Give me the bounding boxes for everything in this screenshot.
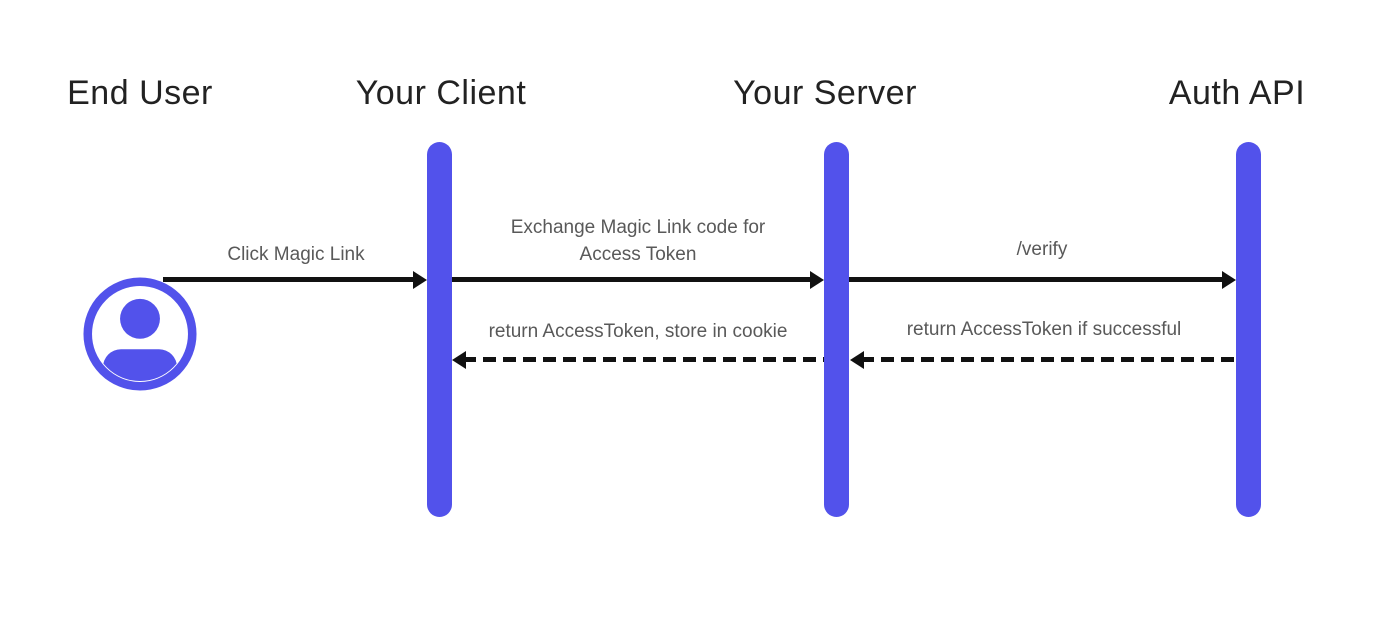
message-label-exchange-code: Exchange Magic Link code for Access Toke…: [510, 217, 766, 265]
user-icon: [83, 277, 197, 391]
arrow-line-exchange-code: [452, 277, 810, 282]
arrow-head-right-icon: [413, 271, 427, 289]
actor-label-auth-api: Auth API: [1168, 74, 1306, 112]
arrow-line-verify: [849, 277, 1222, 282]
lifeline-your-server: [824, 142, 849, 517]
actor-label-your-server: Your Server: [733, 74, 917, 112]
actor-label-your-client: Your Client: [355, 74, 527, 112]
lifeline-auth-api: [1236, 142, 1261, 517]
arrow-head-left-icon: [850, 351, 864, 369]
message-label-click-magic-link: Click Magic Link: [227, 244, 365, 265]
arrow-head-left-icon: [452, 351, 466, 369]
arrow-line-click-magic-link: [163, 277, 413, 282]
lifeline-your-client: [427, 142, 452, 517]
message-label-return-token-cookie: return AccessToken, store in cookie: [488, 321, 788, 342]
message-label-verify: /verify: [1016, 239, 1068, 260]
arrow-head-right-icon: [810, 271, 824, 289]
arrow-head-right-icon: [1222, 271, 1236, 289]
message-label-return-token-success: return AccessToken if successful: [906, 319, 1182, 340]
actor-label-end-user: End User: [67, 74, 213, 112]
arrow-line-return-token-cookie: [463, 357, 824, 362]
arrow-line-return-token-success: [861, 357, 1236, 362]
